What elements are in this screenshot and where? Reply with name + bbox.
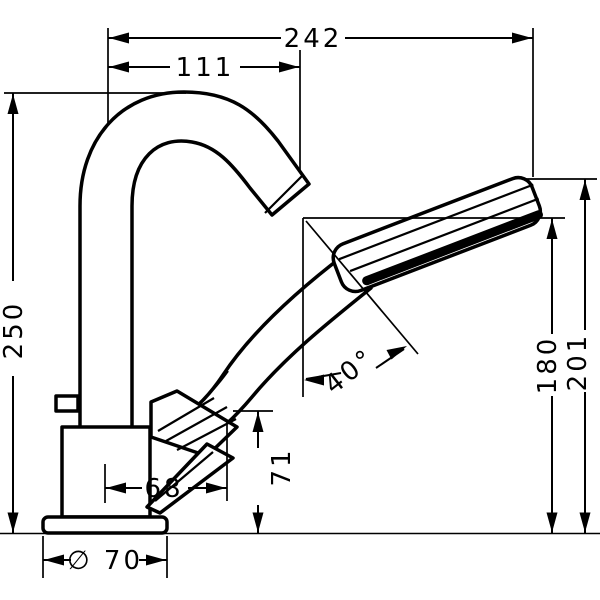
dim-label-242: 242 [284, 24, 343, 54]
dim-label-40deg: 40° [319, 343, 381, 401]
dim-hose-height-71: 71 [252, 411, 297, 533]
spray-face-stripe [362, 210, 543, 286]
base-plate [41, 515, 169, 535]
spout-outline [78, 90, 311, 427]
angle-reference-line [305, 220, 419, 355]
dim-handle-offset-68: 68 [105, 474, 227, 504]
dim-label-111: 111 [176, 53, 235, 83]
dim-label-diameter-70: ∅ 70 [67, 546, 143, 576]
faucet-body [60, 425, 152, 519]
dim-label-71: 71 [267, 447, 297, 486]
dim-label-180: 180 [533, 336, 563, 395]
dim-overall-depth-242: 242 [108, 24, 533, 54]
dim-base-diameter-70: ∅ 70 [43, 546, 167, 576]
dim-shower-top-height-201: 201 [563, 179, 593, 533]
handshower-head [331, 175, 543, 294]
diverter-knob [54, 394, 80, 413]
dim-total-height-250: 250 [0, 93, 29, 533]
dim-shower-height-180: 180 [533, 218, 563, 533]
spout-aerator-line [264, 175, 303, 214]
dim-label-201: 201 [563, 333, 593, 392]
extension-lines [4, 28, 597, 578]
faucet-drawing [0, 90, 600, 535]
dim-label-250: 250 [0, 301, 29, 360]
dim-label-68: 68 [144, 474, 183, 504]
lever-handle [145, 442, 235, 515]
dim-spout-reach-111: 111 [108, 53, 300, 83]
dim-angle-40: 40° [304, 343, 407, 401]
